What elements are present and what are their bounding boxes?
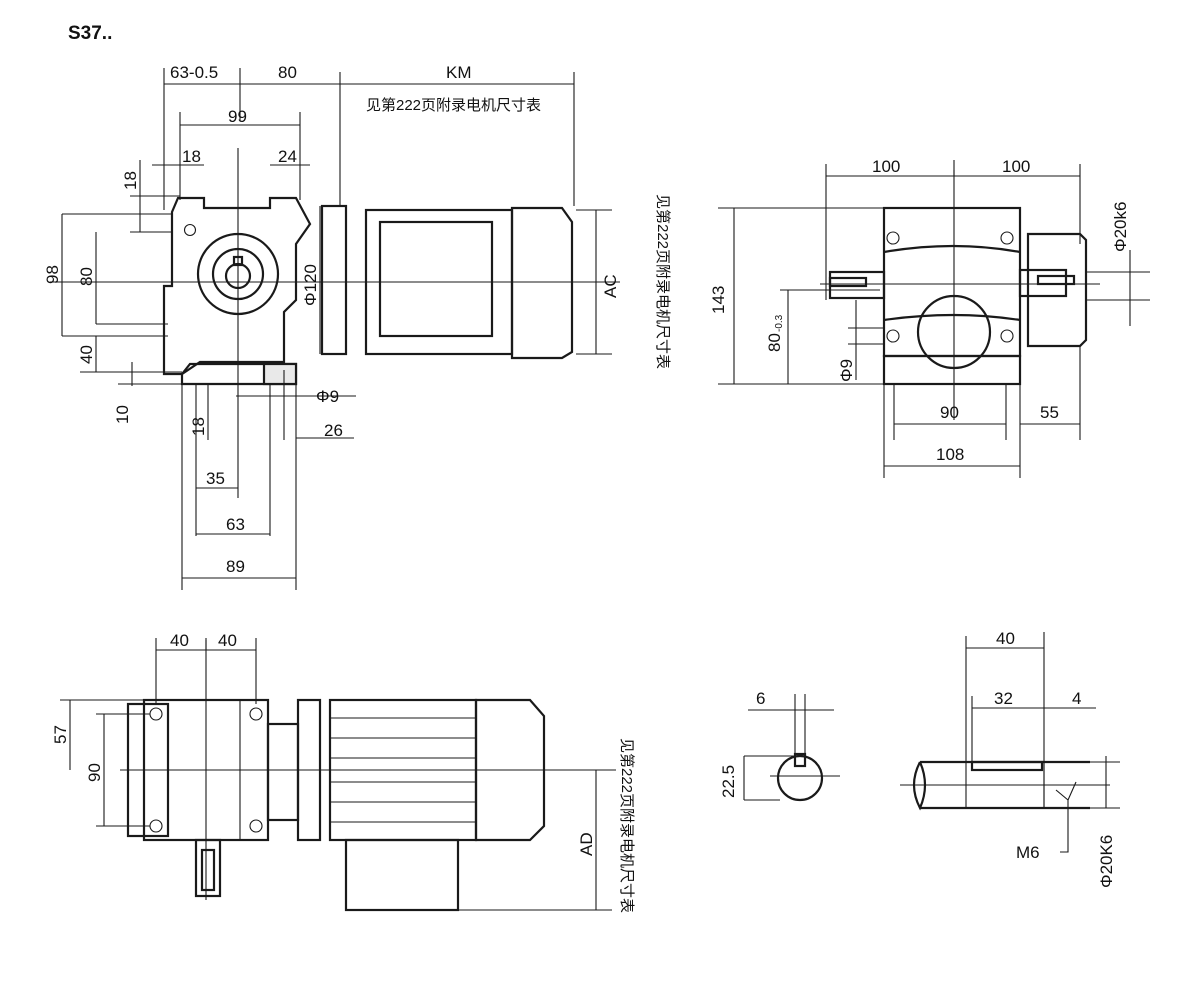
output-hub-inner (211, 247, 265, 301)
side-bolt-tr (1000, 231, 1014, 245)
dim-89: 89 (226, 557, 245, 576)
front-dimension-lines (61, 68, 612, 590)
foot-hatch (262, 362, 298, 386)
top-dim-57: 57 (51, 725, 70, 744)
top-bolt-bl (149, 819, 163, 833)
dim-18-top: 18 (182, 147, 201, 166)
dim-km: KM (446, 63, 472, 82)
top-bolt-br (249, 819, 263, 833)
key-shaft-section (776, 754, 824, 802)
side-housing-lower (883, 313, 1021, 322)
side-dim-phi20k6: Φ20k6 (1111, 202, 1130, 252)
top-dim-40-right: 40 (218, 631, 237, 650)
key-dim-22.5: 22.5 (719, 765, 738, 798)
motor-table-note-top: 见第222页附录电机尺寸表 (366, 96, 541, 114)
side-housing-neck (883, 244, 1021, 254)
output-hub-outer (196, 232, 280, 316)
key-dimension-lines (743, 694, 834, 801)
m6-thread-leader (1055, 781, 1077, 853)
motor-fan-cowl (510, 206, 574, 360)
side-dim-phi9: Φ9 (837, 359, 856, 382)
top-bolt-tr (249, 707, 263, 721)
side-bolt-br (1000, 329, 1014, 343)
side-dim-90: 90 (940, 403, 959, 422)
side-dim-100-right: 100 (1002, 157, 1030, 176)
side-dimension-lines (718, 160, 1150, 478)
side-key-left (828, 276, 868, 288)
dim-24: 24 (278, 147, 297, 166)
dim-ac: AC (601, 274, 620, 298)
top-housing-end (126, 702, 170, 838)
dim-98: 98 (43, 265, 62, 284)
motor-terminal-box (378, 220, 494, 338)
top-dimension-lines (60, 638, 612, 911)
dim-phi9: Φ9 (316, 387, 339, 406)
side-dim-143: 143 (709, 286, 728, 314)
housing-bolt (183, 223, 197, 237)
dim-40: 40 (77, 345, 96, 364)
dim-80-left: 80 (77, 267, 96, 286)
dim-80-top: 80 (278, 63, 297, 82)
dim-63: 63 (226, 515, 245, 534)
top-terminal-box (344, 838, 460, 912)
top-motor-fins (330, 717, 476, 823)
top-dim-ad: AD (577, 832, 596, 856)
hollow-output-bore (916, 294, 992, 370)
adapter-flange (320, 204, 348, 356)
top-adapter (266, 722, 300, 822)
side-dim-100-left: 100 (872, 157, 900, 176)
top-bolt-tl (149, 707, 163, 721)
dim-18-left: 18 (121, 171, 140, 190)
top-flange (296, 698, 322, 842)
bore-keyway (232, 255, 244, 267)
top-dim-40-left: 40 (170, 631, 189, 650)
dim-35: 35 (206, 469, 225, 488)
model-title: S37.. (68, 23, 112, 44)
key-slot (793, 752, 807, 768)
top-dim-90: 90 (85, 763, 104, 782)
dim-26: 26 (324, 421, 343, 440)
side-dim-80: 80 (765, 333, 784, 352)
side-bolt-bl (886, 329, 900, 343)
top-shaft-key (200, 848, 216, 892)
side-cover-right (1026, 232, 1088, 348)
motor-table-note-right: 见第222页附录电机尺寸表 (654, 194, 672, 369)
side-key-right (1036, 274, 1076, 286)
side-dim-108: 108 (936, 445, 964, 464)
top-output-shaft (194, 838, 222, 898)
shaft-dim-32: 32 (994, 689, 1013, 708)
shaft-dim-phi20k6: Φ20K6 (1097, 835, 1116, 888)
dim-18-bottom: 18 (189, 417, 208, 436)
side-bolt-tl (886, 231, 900, 245)
top-view: 40 40 57 90 AD 见第222页附录电机尺寸表 (51, 631, 636, 913)
top-fan-cowl (474, 698, 546, 842)
shaft-dim-4: 4 (1072, 689, 1081, 708)
key-dim-6: 6 (756, 689, 765, 708)
shaft-dim-40: 40 (996, 629, 1015, 648)
shaft-keyway (970, 760, 1044, 772)
side-dim-80-tolerance: -0.3 (774, 314, 785, 332)
front-view: 63-0.5 80 KM 见第222页附录电机尺寸表 99 18 24 18 9… (43, 63, 672, 590)
dim-63-0.5: 63-0.5 (170, 63, 218, 82)
side-view: 100 100 Φ20k6 143 80 -0.3 Φ9 90 55 108 (709, 157, 1150, 478)
side-housing (882, 206, 1022, 358)
shaft-detail: 40 32 4 M6 Φ20K6 (900, 629, 1120, 888)
side-base (882, 354, 1022, 386)
shaft-dimension-lines (965, 632, 1120, 809)
key-detail: 6 22.5 (719, 689, 840, 802)
gear-housing (162, 196, 312, 376)
dim-99: 99 (228, 107, 247, 126)
motor-table-note-bottom: 见第222页附录电机尺寸表 (618, 738, 636, 913)
dim-phi120: Φ120 (301, 264, 320, 306)
dim-10: 10 (113, 405, 132, 424)
shaft-thread-m6: M6 (1016, 843, 1040, 862)
side-dim-55: 55 (1040, 403, 1059, 422)
